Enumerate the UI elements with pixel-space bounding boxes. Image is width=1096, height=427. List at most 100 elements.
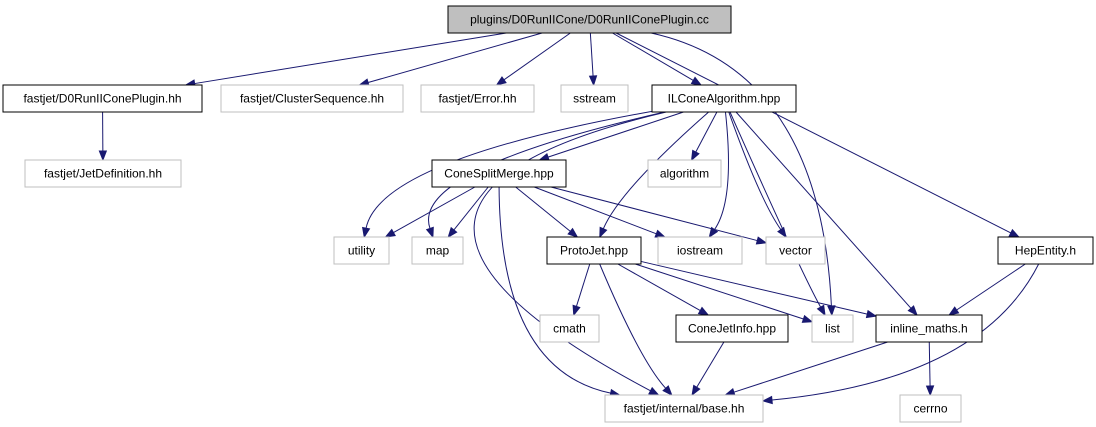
edge-conejetinfo-to-base [691, 341, 725, 397]
node-inlinemaths[interactable]: inline_maths.h [875, 314, 983, 343]
node-box [875, 314, 983, 343]
edge-inlinemaths-to-base [724, 341, 888, 397]
node-box [899, 394, 962, 423]
arrowhead [777, 226, 787, 239]
edge-line [696, 341, 725, 388]
arrowhead [1008, 228, 1021, 238]
edge-line [729, 111, 822, 308]
node-box [675, 314, 789, 343]
edge-line [956, 263, 1026, 311]
arrowhead [538, 152, 550, 162]
edge-line [617, 263, 701, 312]
node-hepentity[interactable]: HepEntity.h [997, 236, 1094, 265]
edge-splitmerge-to-map [447, 186, 489, 239]
edge-line [640, 260, 868, 315]
edge-line [735, 111, 912, 309]
node-plugin_hh[interactable]: fastjet/D0RunIIConePlugin.hh [2, 84, 203, 113]
edge-line [589, 32, 594, 77]
edge-root-to-plugin_hh [184, 32, 507, 88]
edge-line [728, 111, 782, 230]
arrowhead [691, 384, 701, 397]
arrowhead [907, 305, 918, 317]
node-box [24, 159, 182, 188]
edge-root-to-ilcone [612, 32, 703, 86]
edge-line [615, 32, 1012, 234]
node-list: list [811, 314, 854, 343]
edge-protojet-to-list [635, 263, 814, 323]
node-label: vector [779, 244, 812, 258]
arrowhead [654, 229, 667, 238]
node-box [539, 314, 600, 343]
node-box [811, 314, 854, 343]
node-label: cmath [553, 322, 586, 336]
node-sstream: sstream [560, 84, 629, 113]
node-root[interactable]: plugins/D0RunIICone/D0RunIIConePlugin.cc [447, 5, 732, 34]
edge-ilcone-to-inlinemaths [735, 111, 918, 317]
edge-protojet-to-inlinemaths [640, 260, 878, 319]
node-jetdef: fastjet/JetDefinition.hh [24, 159, 182, 188]
edge-line [367, 32, 543, 84]
edge-root-to-error [495, 32, 571, 86]
node-box [560, 84, 629, 113]
edge-line [602, 111, 709, 229]
arrowhead [572, 304, 581, 317]
node-label: ILConeAlgorithm.hpp [668, 92, 781, 106]
arrowhead [362, 226, 371, 239]
node-box [647, 159, 722, 188]
edge-line [733, 341, 888, 393]
node-error: fastjet/Error.hh [420, 84, 535, 113]
arrowhead [447, 226, 458, 239]
node-box [333, 236, 390, 265]
node-clusterseq: fastjet/ClusterSequence.hh [220, 84, 404, 113]
node-label: algorithm [660, 167, 709, 181]
node-protojet[interactable]: ProtoJet.hpp [546, 236, 642, 265]
node-label: fastjet/ClusterSequence.hh [240, 92, 384, 106]
node-label: plugins/D0RunIICone/D0RunIIConePlugin.cc [470, 13, 709, 27]
edge-protojet-to-base [599, 263, 673, 397]
arrowhead [948, 306, 960, 316]
node-label: fastjet/Error.hh [438, 92, 516, 106]
node-box [220, 84, 404, 113]
node-label: ConeSplitMerge.hpp [444, 167, 554, 181]
edge-ilcone-to-protojet [599, 111, 709, 239]
arrowhead [567, 227, 579, 238]
node-box [2, 84, 203, 113]
node-label: list [825, 322, 840, 336]
node-label: fastjet/D0RunIIConePlugin.hh [23, 92, 181, 106]
edge-splitmerge-to-base [498, 186, 621, 398]
node-cerrno: cerrno [899, 394, 962, 423]
node-label: ConeJetInfo.hpp [688, 322, 776, 336]
edge-root-to-sstream [588, 32, 598, 87]
node-ilcone[interactable]: ILConeAlgorithm.hpp [651, 84, 797, 113]
edge-root-to-clusterseq [358, 32, 543, 87]
node-box [997, 236, 1094, 265]
arrowhead [865, 309, 878, 319]
edge-ilcone-to-list [729, 111, 826, 317]
edge-splitmerge-to-protojet [515, 186, 579, 238]
edge-inlinemaths-to-cerrno [925, 341, 935, 397]
node-cmath: cmath [539, 314, 600, 343]
arrowhead [925, 385, 935, 397]
arrowhead [495, 76, 507, 86]
node-conejetinfo[interactable]: ConeJetInfo.hpp [675, 314, 789, 343]
arrowhead [690, 76, 703, 86]
node-splitmerge[interactable]: ConeSplitMerge.hpp [431, 159, 567, 188]
node-box [420, 84, 535, 113]
edge-protojet-to-cmath [572, 263, 591, 317]
edge-line [453, 186, 489, 231]
node-label: sstream [573, 92, 616, 106]
edge-line [612, 32, 694, 81]
edge-plugin_hh-to-jetdef [98, 111, 108, 162]
arrowhead [648, 386, 660, 396]
node-algorithm: algorithm [647, 159, 722, 188]
edge-line [498, 186, 611, 394]
edge-line [550, 186, 758, 242]
edge-line [503, 32, 571, 81]
edge-hepentity-to-base [761, 263, 1040, 405]
edge-ilcone-to-algorithm [690, 111, 718, 162]
node-base: fastjet/internal/base.hh [604, 394, 764, 423]
node-label: ProtoJet.hpp [560, 244, 628, 258]
node-box [651, 84, 797, 113]
arrowhead [662, 385, 673, 397]
edge-splitmerge-to-vector [550, 186, 768, 245]
